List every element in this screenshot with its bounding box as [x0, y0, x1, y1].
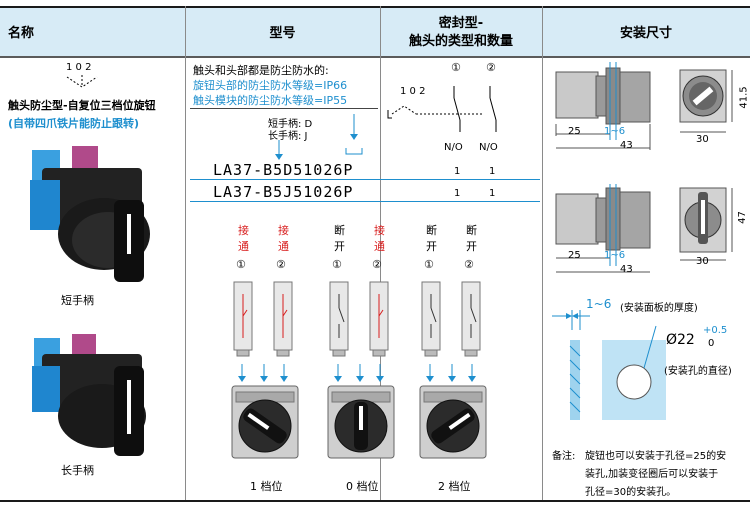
contact-number-2: ②: [486, 61, 496, 74]
dim-1-6: 1~6: [604, 250, 626, 261]
short-handle-photo: [30, 146, 150, 282]
header-model: 型号: [269, 26, 296, 41]
contact-number: ①: [424, 258, 434, 271]
header-seal-line1: 密封型-: [438, 16, 484, 31]
contact-number: ②: [276, 258, 286, 271]
table-header-band: [0, 6, 750, 58]
column-divider: [185, 6, 186, 502]
note-line: 装孔,加装变径圈后可以安装于: [585, 469, 719, 480]
state-char-bottom: 通: [238, 240, 249, 253]
long-handle-label: 长手柄: [61, 464, 94, 477]
contact-block-icon: [273, 281, 293, 357]
state-char-top: 接: [238, 224, 249, 237]
hole-diameter-note: (安装孔的直径): [664, 366, 732, 377]
ip55-rating: 触头模块的防尘防水等级=IP55: [193, 94, 348, 107]
short-handle-label: 短手柄: [61, 294, 94, 307]
note-prefix: 备注:: [552, 451, 576, 462]
state-char-bottom: 开: [334, 240, 345, 253]
panel-thickness-note: (安装面板的厚度): [620, 303, 698, 314]
contact-number: ①: [236, 258, 246, 271]
column-divider: [542, 6, 543, 502]
contact-number: ①: [332, 258, 342, 271]
dim-25: 25: [568, 126, 581, 137]
dim-41-5: 41.5: [738, 86, 750, 109]
tolerance-plus: +0.5: [703, 325, 728, 336]
state-char-top: 断: [426, 224, 437, 237]
long-code: 长手柄: J: [268, 131, 308, 142]
divider: [190, 108, 378, 109]
state-char-bottom: 通: [374, 240, 385, 253]
switch-position-icon: [66, 75, 98, 88]
model-number-2: LA37-B5J51026P: [213, 183, 354, 201]
long-handle-photo: [32, 334, 146, 456]
dim-47: 47: [736, 211, 748, 224]
tolerance-zero: 0: [708, 338, 715, 349]
contact-schematic-icon: [387, 86, 497, 132]
state-char-top: 断: [466, 224, 477, 237]
contact-block-icon: [461, 281, 481, 357]
protection-intro: 触头和头部都是防尘防水的:: [193, 64, 329, 77]
position-label: 0 档位: [346, 480, 379, 493]
switch-head-icon: [231, 364, 299, 459]
contact-block-icon: [233, 281, 253, 357]
state-char-bottom: 开: [426, 240, 437, 253]
model-number-1: LA37-B5D51026P: [213, 161, 354, 179]
count-cell: 1: [454, 188, 461, 199]
row-divider: [190, 179, 540, 180]
state-char-bottom: 开: [466, 240, 477, 253]
note-line: 旋钮也可以安装于孔径=25的安: [585, 451, 727, 462]
position-symbol: 1 0 2: [66, 62, 92, 73]
code-pointer-arrows: [275, 114, 363, 160]
ip66-rating: 旋钮头部的防尘防水等级=IP66: [193, 79, 348, 92]
position-label: 2 档位: [438, 480, 471, 493]
state-char-top: 接: [278, 224, 289, 237]
column-divider: [380, 6, 381, 502]
contact-number: ②: [464, 258, 474, 271]
contact-block-icon: [329, 281, 349, 357]
contact-number: ②: [372, 258, 382, 271]
contact-block-icon: [369, 281, 389, 357]
state-char-top: 断: [334, 224, 345, 237]
switch-head-icon: [419, 364, 487, 459]
product-description: 触头防尘型-自复位三档位旋钮: [8, 99, 156, 112]
state-char-bottom: 通: [278, 240, 289, 253]
count-cell: 1: [489, 166, 496, 177]
dim-25: 25: [568, 250, 581, 261]
contact-number-1: ①: [451, 61, 461, 74]
contact-type-1: N/O: [444, 142, 463, 153]
count-cell: 1: [454, 166, 461, 177]
table-bottom-border: [0, 500, 750, 502]
hole-diameter: Ø22: [666, 332, 695, 348]
dim-43: 43: [620, 264, 633, 275]
dimension-drawings: [555, 62, 733, 273]
header-seal-line2: 触头的类型和数量: [408, 34, 513, 49]
product-note: (自带四爪铁片能防止跟转): [8, 117, 140, 130]
panel-hole-diagram: [552, 310, 666, 420]
seal-position-symbol: 1 0 2: [400, 86, 426, 97]
count-cell: 1: [489, 188, 496, 199]
header-dims: 安装尺寸: [619, 26, 672, 41]
dim-30: 30: [696, 256, 709, 267]
contact-block-icon: [421, 281, 441, 357]
note-line: 孔径=30的安装孔。: [585, 487, 677, 498]
panel-thickness-value: 1~6: [586, 297, 612, 311]
dim-1-6: 1~6: [604, 126, 626, 137]
contact-type-2: N/O: [479, 142, 498, 153]
state-char-top: 接: [374, 224, 385, 237]
short-code: 短手柄: D: [268, 119, 313, 130]
dim-43: 43: [620, 140, 633, 151]
position-label: 1 档位: [250, 480, 283, 493]
row-divider: [190, 201, 540, 202]
header-name: 名称: [8, 26, 35, 41]
dim-30: 30: [696, 134, 709, 145]
switch-head-icon: [327, 364, 395, 459]
